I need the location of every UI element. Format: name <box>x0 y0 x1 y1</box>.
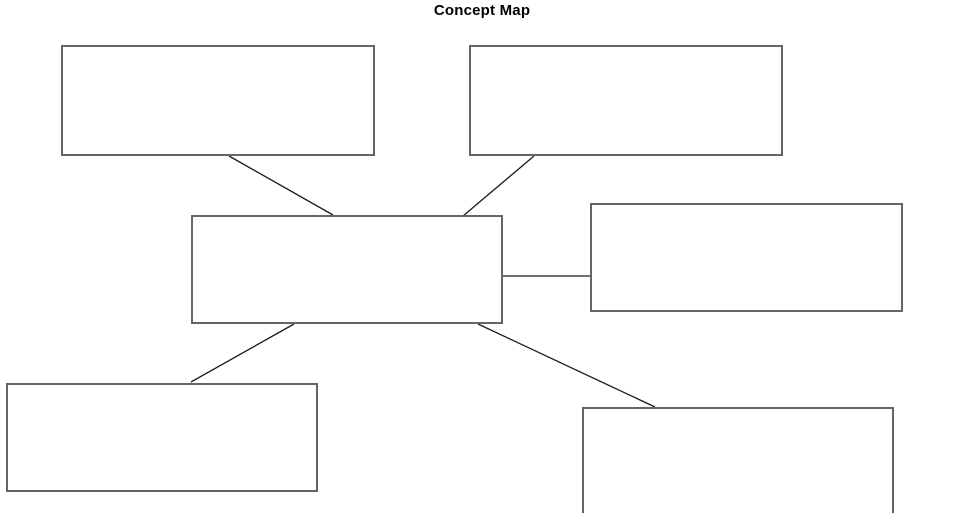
page-title: Concept Map <box>433 2 531 19</box>
node-right[interactable] <box>590 203 903 312</box>
connector-center-bottomright <box>477 323 656 408</box>
node-top-left[interactable] <box>61 45 375 156</box>
node-bottom-left[interactable] <box>6 383 318 492</box>
connector-topleft-center <box>228 155 334 216</box>
node-bottom-right[interactable] <box>582 407 894 513</box>
connector-center-bottomleft <box>190 323 295 383</box>
connector-topright-center <box>462 155 535 217</box>
node-center[interactable] <box>191 215 503 324</box>
node-top-right[interactable] <box>469 45 783 156</box>
